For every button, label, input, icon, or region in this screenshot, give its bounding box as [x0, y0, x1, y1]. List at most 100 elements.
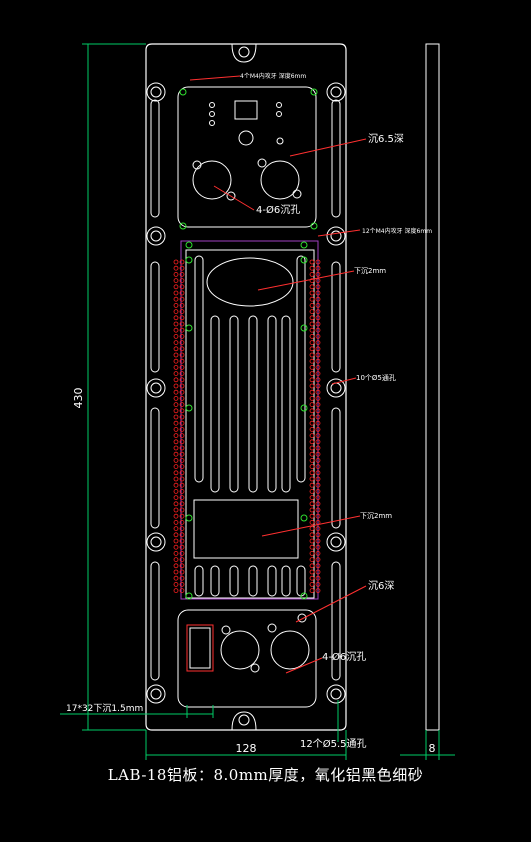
- red-hole: [179, 439, 185, 445]
- red-hole: [309, 544, 315, 550]
- red-hole: [315, 476, 321, 482]
- inner-slot-short: [281, 565, 291, 597]
- red-hole: [179, 501, 185, 507]
- red-hole: [179, 520, 185, 525]
- red-hole: [315, 575, 321, 581]
- red-hole: [309, 488, 315, 494]
- red-hole: [315, 439, 321, 445]
- red-hole: [173, 482, 179, 488]
- red-hole: [309, 476, 315, 482]
- red-hole: [309, 439, 315, 445]
- inner-slot-short: [267, 565, 277, 597]
- red-hole: [173, 433, 179, 439]
- red-hole: [173, 532, 179, 538]
- red-hole: [179, 526, 185, 531]
- red-hole: [173, 538, 179, 544]
- green-thread-hole: [300, 592, 308, 600]
- red-hole: [179, 582, 185, 587]
- red-hole: [315, 532, 321, 538]
- plate-outline: [145, 43, 347, 731]
- red-hole: [315, 544, 321, 550]
- red-hole: [309, 445, 315, 451]
- red-hole: [309, 538, 315, 544]
- through-holes-12-label: 12个Ø5.5通孔: [300, 738, 367, 750]
- red-hole: [173, 582, 179, 587]
- side-thickness-view: [425, 43, 440, 731]
- top-connector-panel: [177, 86, 317, 228]
- edge-through-hole: [330, 688, 342, 700]
- heatsink-inner: [185, 249, 315, 599]
- red-hole: [315, 340, 321, 346]
- red-hole: [179, 315, 185, 321]
- red-hole: [179, 340, 185, 346]
- red-hole: [309, 259, 315, 265]
- red-hole: [315, 309, 321, 315]
- red-hole: [173, 513, 179, 519]
- red-hole: [179, 588, 185, 593]
- red-hole: [173, 259, 179, 265]
- side-slot: [150, 407, 160, 529]
- red-hole: [309, 451, 315, 457]
- red-hole: [309, 265, 315, 271]
- edge-through-hole: [150, 536, 162, 548]
- red-hole: [315, 271, 321, 277]
- inner-slot-long: [296, 255, 306, 483]
- red-hole: [173, 575, 179, 581]
- red-hole: [173, 302, 179, 308]
- green-thread-hole: [300, 404, 308, 412]
- red-hole: [173, 377, 179, 383]
- inner-slot-short: [248, 565, 258, 597]
- red-hole: [315, 488, 321, 494]
- red-hole: [173, 296, 179, 302]
- edge-hole-boss: [146, 378, 166, 398]
- red-hole: [179, 476, 185, 482]
- top-xlr-connectors: [192, 158, 302, 201]
- red-hole: [309, 464, 315, 470]
- bottom-rect-cutout: [186, 624, 214, 672]
- inner-slot-short: [229, 565, 239, 597]
- red-hole: [315, 445, 321, 451]
- red-hole: [315, 402, 321, 408]
- red-hole: [173, 402, 179, 408]
- bottom-connector-panel: [177, 609, 317, 708]
- red-hole: [173, 476, 179, 482]
- red-hole: [179, 532, 185, 538]
- red-hole: [179, 551, 185, 556]
- red-hole: [173, 426, 179, 432]
- red-hole: [173, 464, 179, 470]
- red-hole: [179, 402, 185, 408]
- top-thread-holes: [179, 88, 318, 230]
- red-hole: [315, 501, 321, 507]
- red-hole: [173, 327, 179, 333]
- red-hole: [179, 426, 185, 432]
- red-hole: [309, 426, 315, 432]
- red-hole: [179, 414, 185, 420]
- red-hole: [179, 302, 185, 308]
- red-hole: [173, 569, 179, 575]
- red-hole: [309, 346, 315, 352]
- side-slots: [150, 99, 341, 681]
- inner-slot-mid: [267, 315, 277, 493]
- step-down-1-label: 下沉2mm: [354, 267, 386, 275]
- edge-hole-boss: [146, 226, 166, 246]
- red-hole: [173, 309, 179, 315]
- red-hole: [179, 544, 185, 550]
- red-hole: [309, 520, 315, 525]
- bottom-rect-inner: [189, 627, 211, 669]
- red-hole: [179, 470, 185, 476]
- red-hole: [315, 569, 321, 575]
- red-hole: [179, 309, 185, 315]
- edge-hole-boss: [326, 378, 346, 398]
- red-hole: [315, 265, 321, 271]
- red-hole: [309, 302, 315, 308]
- inner-slot-short: [194, 565, 204, 597]
- side-slot: [331, 407, 341, 529]
- red-hole: [309, 284, 315, 290]
- red-hole: [309, 408, 315, 414]
- inner-slot-short: [296, 565, 306, 597]
- red-hole: [179, 395, 185, 401]
- edge-through-hole: [330, 86, 342, 98]
- red-hole: [179, 513, 185, 519]
- red-hole: [173, 346, 179, 352]
- red-hole: [309, 501, 315, 507]
